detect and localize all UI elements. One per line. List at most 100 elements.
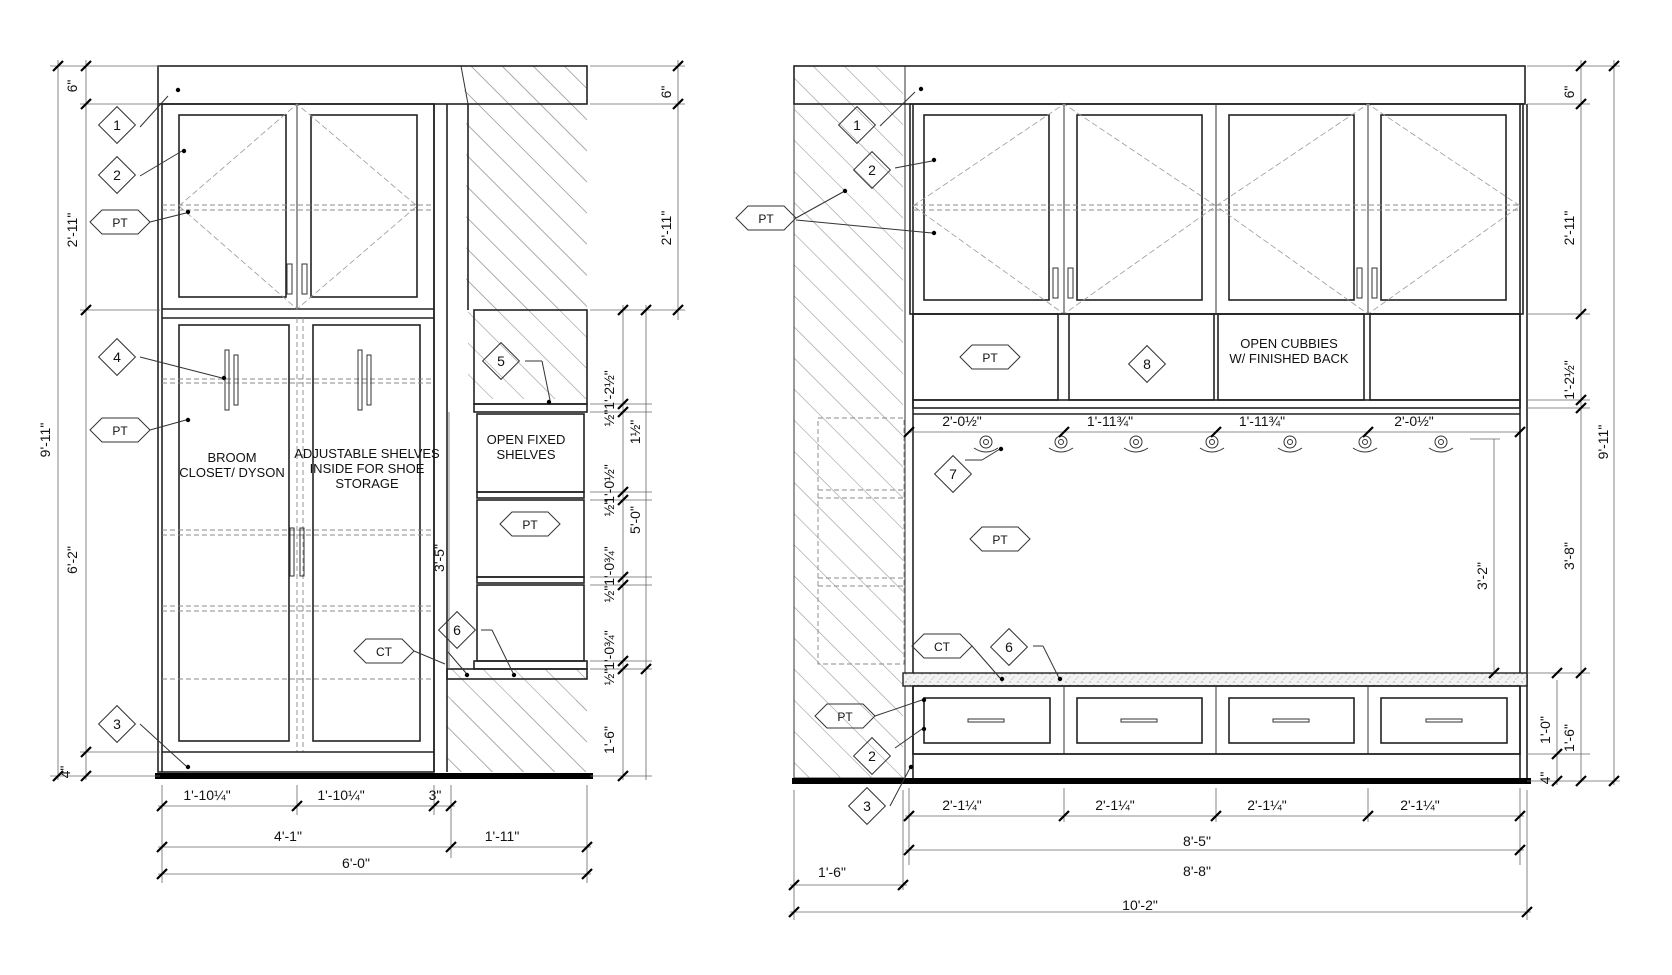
tag-3-left: 3: [97, 704, 137, 744]
tag-pt-right-1-text: PT: [758, 212, 774, 226]
dim-rb-0: 2'-1¼": [942, 797, 982, 813]
label-cubbies-l1: OPEN CUBBIES: [1240, 336, 1338, 351]
tag-6-right: 6: [989, 627, 1029, 667]
dim-rr-drawer: 1'-0": [1537, 716, 1553, 744]
tag-pt-right-4-text: PT: [837, 710, 853, 724]
right-elevation: [792, 65, 1531, 784]
tag-5-left-text: 5: [497, 353, 505, 369]
dim-rr-upper: 2'-11": [1561, 211, 1577, 246]
dim-rr-top: 6": [1561, 86, 1577, 99]
dim-rr-open: 3'-8": [1561, 542, 1577, 570]
dim-left-overall: 9'-11": [37, 423, 53, 458]
tag-pt-left-1-text: PT: [112, 216, 128, 230]
tag-1-right-text: 1: [853, 117, 861, 133]
tag-pt-left-2-text: PT: [112, 424, 128, 438]
right-wall-hatch: [794, 66, 905, 778]
dim-lr-i: ½": [601, 669, 617, 686]
dimension-ticks: [52, 60, 1620, 918]
dim-r-wall: 1'-6": [818, 864, 846, 880]
coat-hooks: [973, 435, 1454, 453]
dim-lb-total: 4'-1": [274, 828, 302, 844]
tag-6-right-text: 6: [1005, 639, 1013, 655]
tag-pt-left-3-text: PT: [522, 518, 538, 532]
label-shelves-l1: ADJUSTABLE SHELVES: [294, 446, 440, 461]
tag-2-left-text: 2: [113, 167, 121, 183]
dim-right-open: 3'-2": [1474, 562, 1490, 590]
label-cubbies-l2: W/ FINISHED BACK: [1229, 351, 1349, 366]
tag-pt-left-3: PT: [499, 511, 561, 537]
tag-3-left-text: 3: [113, 716, 121, 732]
dim-rr-overall: 9'-11": [1595, 425, 1611, 460]
dim-lb-overall: 6'-0": [342, 855, 370, 871]
tag-7-right-text: 7: [949, 466, 957, 482]
dim-rt-1: 1'-11¾": [1087, 413, 1133, 429]
dim-lr-overall: 5'-0": [627, 506, 643, 534]
tag-7-right: 7: [933, 454, 973, 494]
dim-lr-d: 1'-0½": [601, 464, 617, 504]
dim-rb-3: 2'-1¼": [1400, 797, 1440, 813]
dim-lb-side: 1'-11": [485, 828, 520, 844]
dim-lb-w3: 3": [429, 787, 442, 803]
dim-rb-1: 2'-1¼": [1095, 797, 1135, 813]
tag-6-left-text: 6: [453, 622, 461, 638]
tag-3-right-text: 3: [863, 798, 871, 814]
left-wall-hatch-bottom: [447, 669, 587, 772]
tag-4-left: 4: [97, 337, 137, 377]
tag-2-right-b: 2: [852, 736, 892, 776]
dim-lr-g: ½": [601, 586, 617, 603]
dim-lr-top: 6": [658, 86, 674, 99]
dim-r-inside: 8'-5": [1183, 833, 1211, 849]
dim-lr-h: 1'-0¾": [601, 630, 617, 670]
tag-pt-right-3-text: PT: [992, 533, 1008, 547]
label-broom-l1: BROOM: [207, 450, 256, 465]
tag-8-right: 8: [1127, 344, 1167, 384]
dim-lr-b: ½": [601, 410, 617, 427]
dim-lb-w2: 1'-10¼": [317, 787, 364, 803]
tag-pt-right-2-text: PT: [982, 351, 998, 365]
dim-rt-3: 2'-0½": [1394, 413, 1434, 429]
tag-ct-right-text: CT: [934, 640, 951, 654]
tag-ct-right: CT: [911, 633, 973, 659]
dim-left-upper: 2'-11": [64, 213, 80, 248]
dim-left-top: 6": [64, 80, 80, 93]
tag-pt-right-1: PT: [735, 205, 797, 231]
tag-1-left-text: 1: [113, 117, 121, 133]
tag-5-left: 5: [481, 341, 521, 381]
label-shelves-l2: INSIDE FOR SHOE: [310, 461, 425, 476]
label-shelves-l3: STORAGE: [335, 476, 399, 491]
callout-tags: 1 2 PT 4 PT 3 5 PT 6 CT 1 2 PT PT 8 7 PT…: [89, 86, 1167, 826]
dim-rt-2: 1'-11¾": [1239, 413, 1285, 429]
dim-left-height: 3'-5": [431, 544, 447, 572]
tag-pt-left-1: PT: [89, 209, 151, 235]
tag-ct-left: CT: [353, 638, 415, 664]
tag-3-right: 3: [847, 786, 887, 826]
dim-lr-a: 1'-2½": [601, 370, 617, 410]
tag-2-right: 2: [852, 150, 892, 190]
dim-lb-w1: 1'-10¼": [183, 787, 230, 803]
tag-4-left-text: 4: [113, 349, 121, 365]
label-broom-l2: CLOSET/ DYSON: [179, 465, 284, 480]
left-elevation: [155, 65, 593, 779]
dim-lr-f: 1'-0¾": [601, 546, 617, 586]
label-open-l2: SHELVES: [496, 447, 555, 462]
tag-2-right-text: 2: [868, 162, 876, 178]
tag-pt-right-2: PT: [959, 344, 1021, 370]
dim-left-lower: 6'-2": [64, 546, 80, 574]
dim-lr-upper: 2'-11": [658, 211, 674, 246]
tag-1-left: 1: [97, 105, 137, 145]
dimension-text: 6" 2'-11" 6'-2" 4" 9'-11" 6" 2'-11" 1'-2…: [37, 80, 1611, 913]
tag-ct-left-text: CT: [376, 645, 393, 659]
dim-r-total: 10'-2": [1122, 897, 1158, 913]
dim-lr-c: 1½": [627, 420, 643, 444]
tag-2-left: 2: [97, 155, 137, 195]
dim-rr-base: 4": [1537, 772, 1553, 785]
bench-countertop: [902, 672, 1528, 687]
tag-pt-right-3: PT: [969, 526, 1031, 552]
dim-rb-2: 2'-1¼": [1247, 797, 1287, 813]
left-wall-hatch-top: [466, 66, 587, 309]
